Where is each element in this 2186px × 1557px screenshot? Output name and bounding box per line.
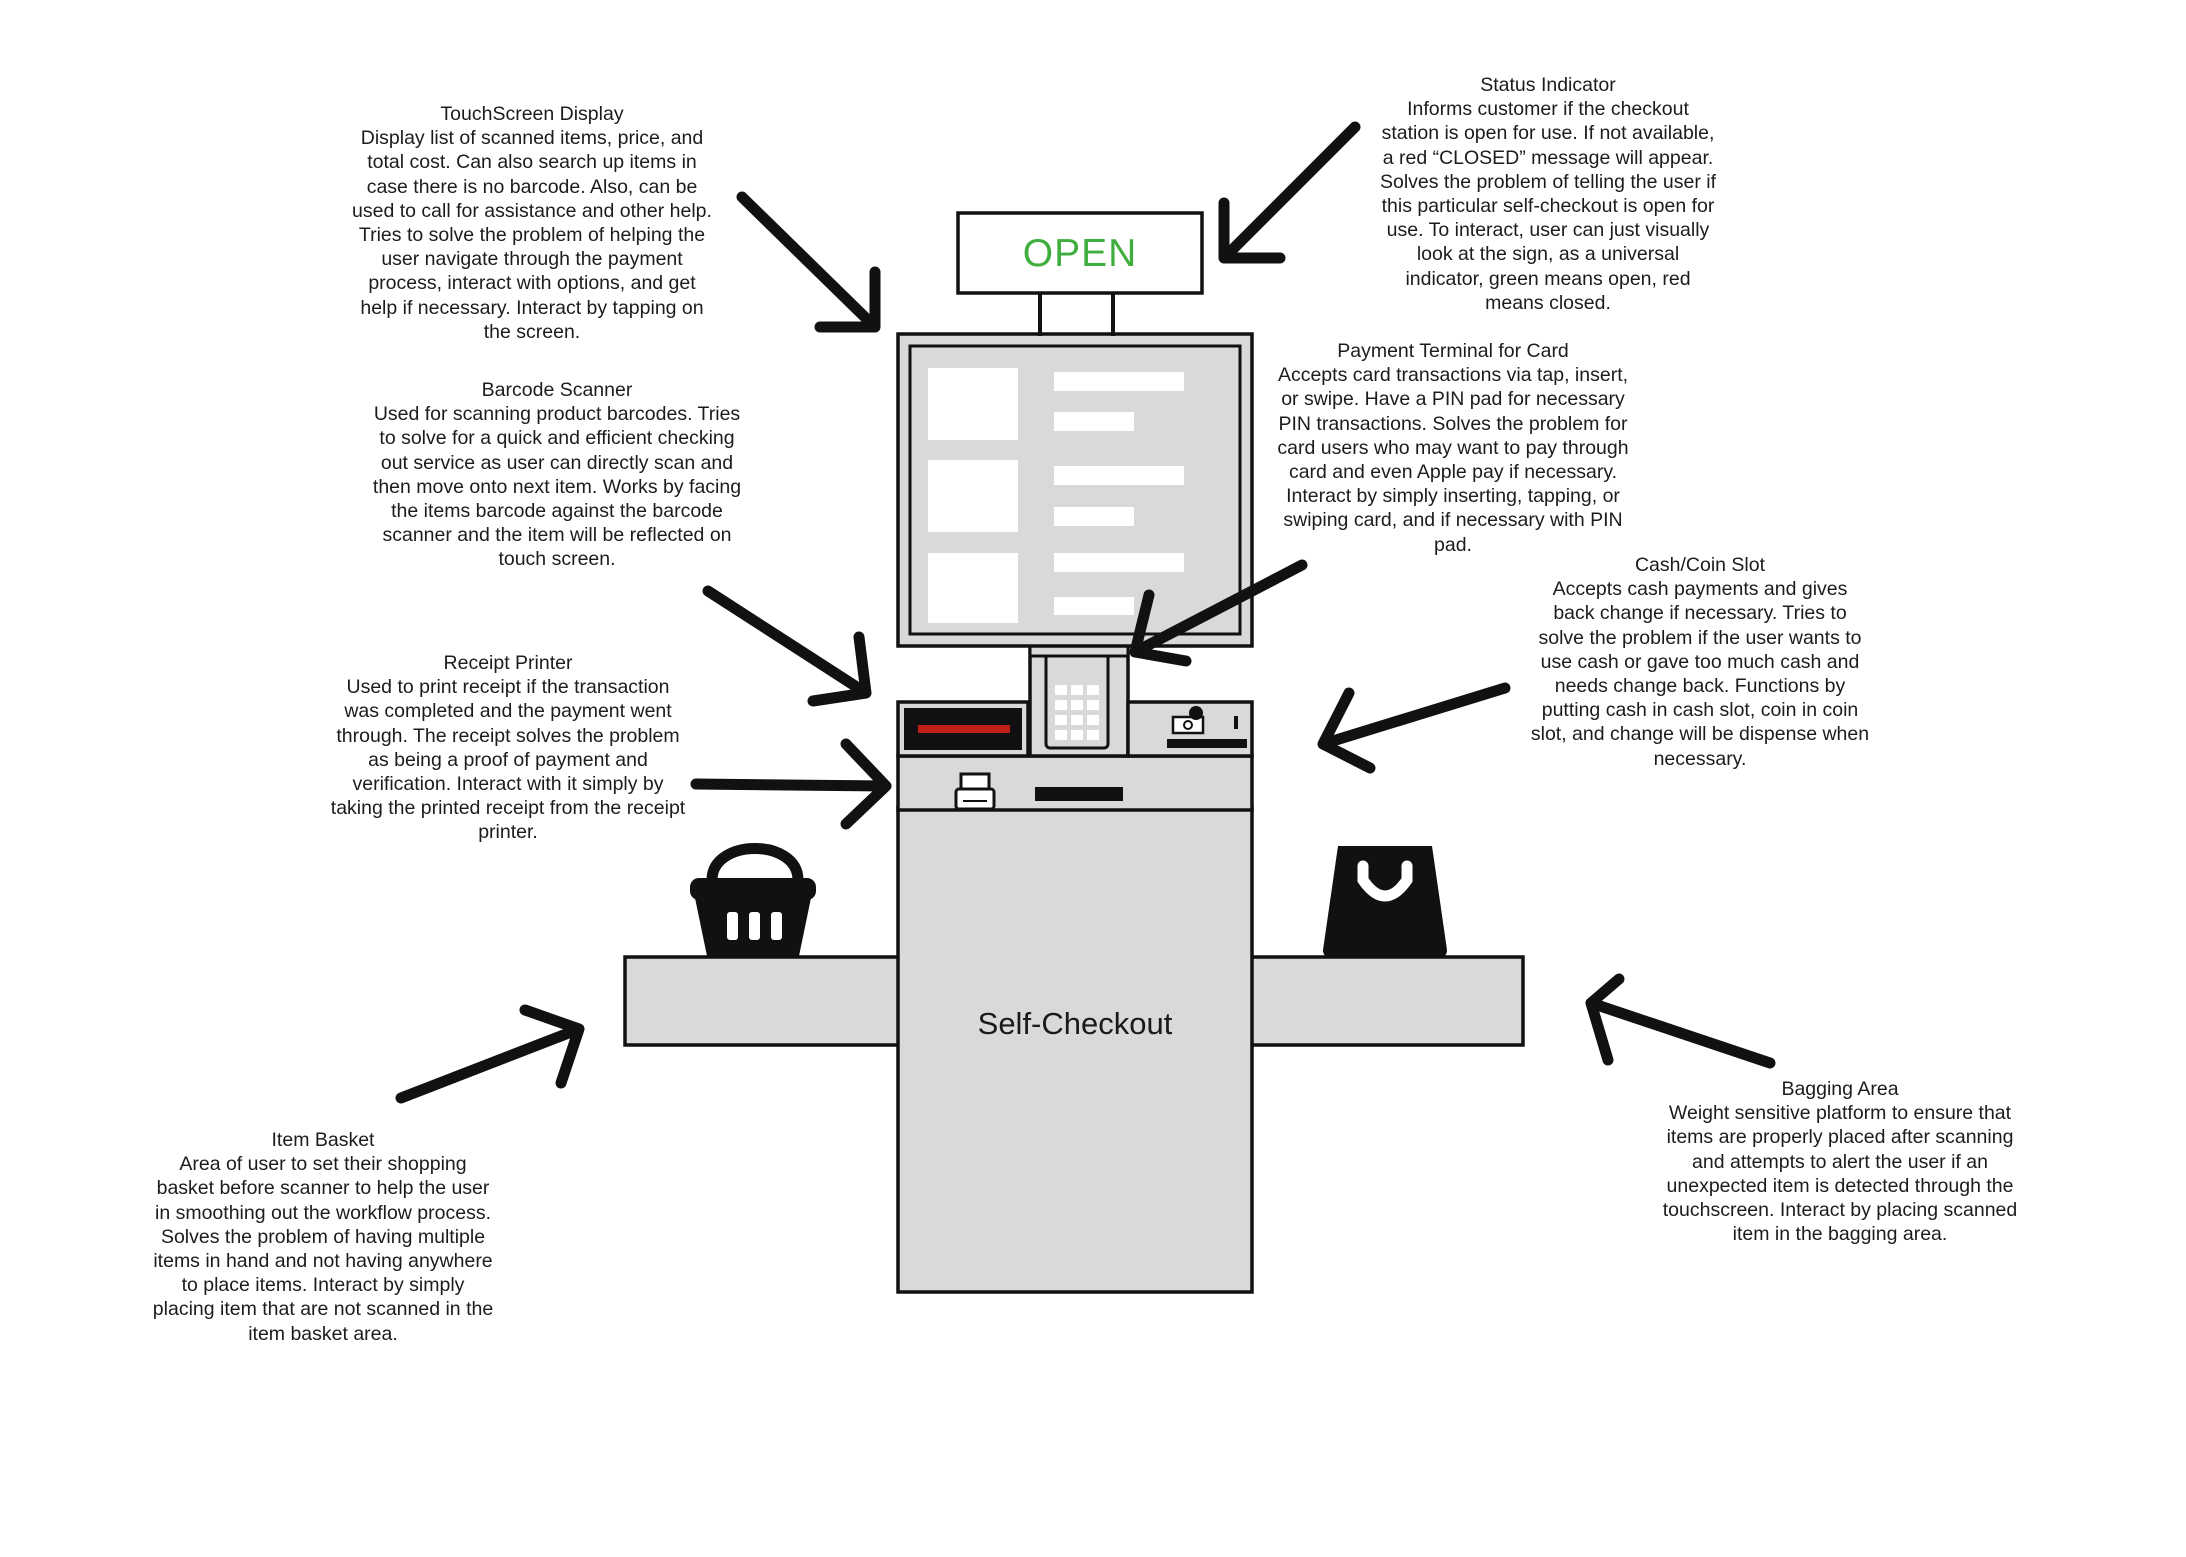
item-name-bar	[1054, 466, 1184, 485]
cash-slot	[1167, 739, 1247, 748]
annotation-title: Receipt Printer	[443, 652, 573, 674]
annotation-receipt-printer: Receipt Printer Used to print receipt if…	[328, 651, 688, 845]
arrow-barcode	[702, 585, 872, 707]
barcode-scanner-light	[918, 725, 1010, 733]
shopping-basket-icon	[690, 843, 816, 956]
annotation-body: Used for scanning product barcodes. Trie…	[372, 403, 742, 571]
annotation-title: Payment Terminal for Card	[1337, 340, 1569, 362]
annotation-body: Informs customer if the checkout station…	[1379, 98, 1716, 314]
annotation-body: Display list of scanned items, price, an…	[352, 127, 712, 343]
annotation-cash-coin-slot: Cash/Coin Slot Accepts cash payments and…	[1530, 553, 1870, 771]
annotation-payment-terminal: Payment Terminal for Card Accepts card t…	[1268, 339, 1638, 557]
arrow-payment	[1129, 559, 1308, 667]
arrow-bagging	[1585, 973, 1776, 1069]
annotation-body: Used to print receipt if the transaction…	[330, 676, 686, 844]
item-price-bar	[1054, 597, 1134, 615]
receipt-slot	[1035, 787, 1123, 801]
shopping-bag-icon	[1323, 846, 1447, 957]
sign-post-left	[1038, 294, 1042, 336]
annotation-title: Status Indicator	[1480, 74, 1616, 96]
item-thumbnail	[928, 553, 1018, 623]
item-name-bar	[1054, 372, 1184, 391]
sign-post-right	[1111, 294, 1115, 336]
annotation-barcode-scanner: Barcode Scanner Used for scanning produc…	[372, 378, 742, 572]
arrow-touchscreen	[736, 191, 881, 333]
annotation-title: Cash/Coin Slot	[1634, 554, 1766, 576]
item-thumbnail	[928, 368, 1018, 440]
annotation-title: Bagging Area	[1781, 1078, 1899, 1100]
annotation-arrows	[395, 121, 1776, 1104]
item-price-bar	[1054, 412, 1134, 431]
pin-pad	[1055, 685, 1099, 740]
kiosk-label: Self-Checkout	[978, 1006, 1173, 1041]
bagging-area-platform	[1248, 955, 1525, 1047]
arrow-receipt	[690, 738, 892, 830]
item-price-bar	[1054, 507, 1134, 526]
kiosk-base	[896, 806, 1254, 1294]
annotation-title: Barcode Scanner	[481, 379, 633, 401]
annotation-item-basket: Item Basket Area of user to set their sh…	[148, 1128, 498, 1346]
screen-item-list	[928, 368, 1184, 623]
annotation-body: Area of user to set their shopping baske…	[152, 1153, 494, 1345]
annotation-status-indicator: Status Indicator Informs customer if the…	[1378, 73, 1718, 315]
coin-slot	[1234, 716, 1238, 729]
annotation-body: Accepts card transactions via tap, inser…	[1277, 364, 1629, 556]
status-indicator	[956, 211, 1204, 295]
annotation-title: Item Basket	[271, 1129, 375, 1151]
annotation-bagging-area: Bagging Area Weight sensitive platform t…	[1660, 1077, 2020, 1246]
status-open-label: OPEN	[1023, 232, 1138, 275]
annotation-title: TouchScreen Display	[440, 103, 624, 125]
arrow-basket	[395, 1004, 585, 1104]
arrow-status	[1218, 121, 1361, 264]
item-name-bar	[1054, 553, 1184, 572]
annotation-touchscreen: TouchScreen Display Display list of scan…	[352, 102, 712, 344]
annotation-body: Accepts cash payments and gives back cha…	[1530, 578, 1870, 770]
annotation-body: Weight sensitive platform to ensure that…	[1662, 1102, 2018, 1246]
item-thumbnail	[928, 460, 1018, 532]
arrow-cash	[1317, 682, 1511, 774]
cash-icon	[1171, 706, 1205, 735]
item-basket-platform	[623, 955, 902, 1047]
printer-icon	[954, 772, 996, 811]
receipt-printer-panel	[896, 754, 1254, 812]
